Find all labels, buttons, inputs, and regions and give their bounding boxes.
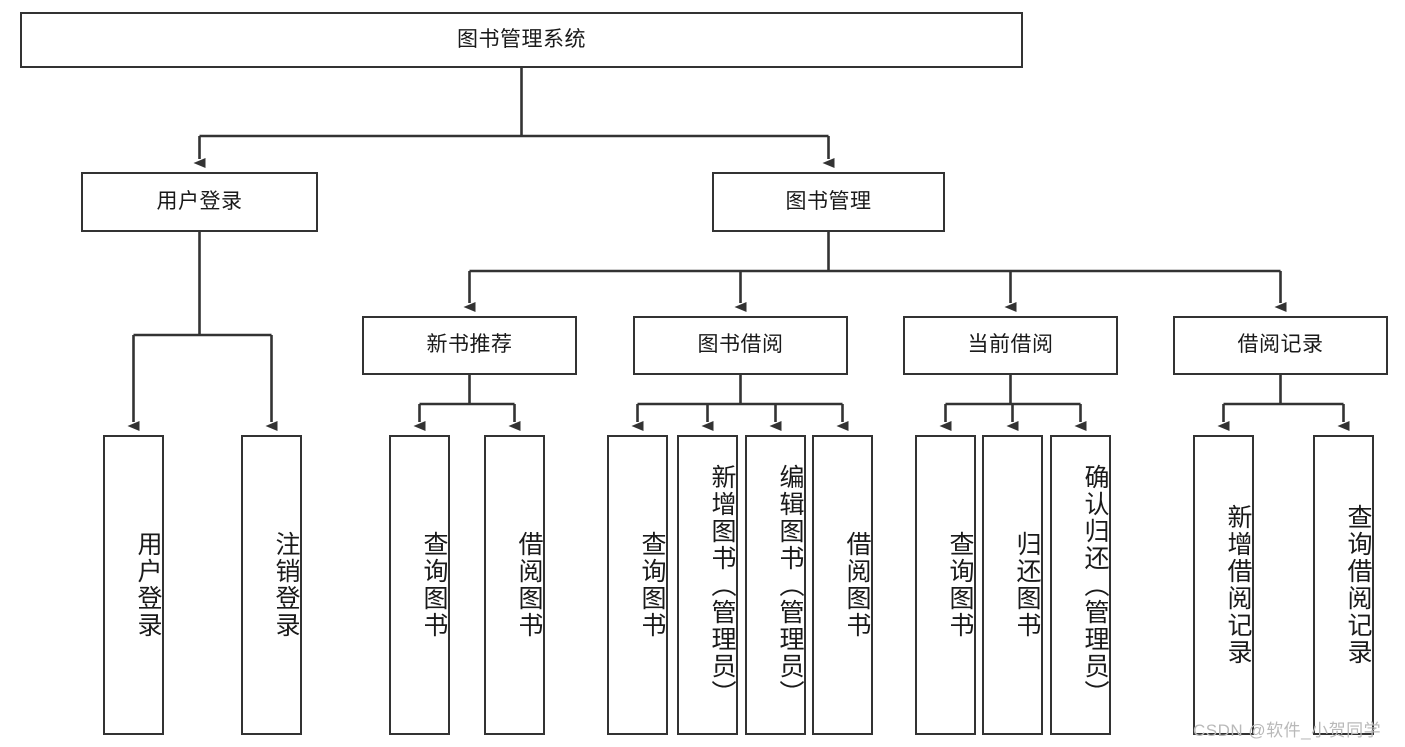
watermark-credit: CSDN @软件_小贺同学 [1193, 721, 1382, 740]
leaf-node-11[interactable]: 新增借阅记录 [1193, 435, 1254, 735]
node-label: 用户登录 [156, 189, 243, 213]
node-label: 归还图书 [1013, 531, 1041, 639]
leaf-node-4[interactable]: 查询图书 [607, 435, 668, 735]
node-label: 图书管理 [785, 189, 872, 213]
node-label: 借阅图书 [843, 531, 871, 639]
level1-node-1[interactable]: 图书管理 [712, 172, 945, 232]
node-label: 借阅记录 [1237, 333, 1324, 357]
leaf-node-10[interactable]: 确认归还（管理员） [1050, 435, 1111, 735]
leaf-node-3[interactable]: 借阅图书 [484, 435, 545, 735]
level2-node-1[interactable]: 图书借阅 [633, 316, 848, 375]
node-label: 借阅图书 [515, 531, 543, 639]
root-node-0[interactable]: 图书管理系统 [20, 12, 1023, 68]
leaf-node-5[interactable]: 新增图书（管理员） [677, 435, 738, 735]
leaf-node-2[interactable]: 查询图书 [389, 435, 450, 735]
leaf-node-6[interactable]: 编辑图书（管理员） [745, 435, 806, 735]
node-label: 当前借阅 [967, 333, 1054, 357]
node-label: 新增图书（管理员） [708, 463, 736, 707]
level2-node-0[interactable]: 新书推荐 [362, 316, 577, 375]
leaf-node-7[interactable]: 借阅图书 [812, 435, 873, 735]
leaf-node-9[interactable]: 归还图书 [982, 435, 1043, 735]
node-label: 图书借阅 [697, 333, 784, 357]
node-label: 查询图书 [638, 531, 666, 639]
node-label: 新书推荐 [426, 333, 513, 357]
level2-node-3[interactable]: 借阅记录 [1173, 316, 1388, 375]
node-label: 查询图书 [946, 531, 974, 639]
node-label: 查询图书 [420, 531, 448, 639]
level1-node-0[interactable]: 用户登录 [81, 172, 318, 232]
level2-node-2[interactable]: 当前借阅 [903, 316, 1118, 375]
node-label: 图书管理系统 [457, 27, 586, 51]
leaf-node-8[interactable]: 查询图书 [915, 435, 976, 735]
node-label: 查询借阅记录 [1344, 504, 1372, 666]
leaf-node-1[interactable]: 注销登录 [241, 435, 302, 735]
node-label: 新增借阅记录 [1224, 504, 1252, 666]
node-label: 注销登录 [272, 531, 300, 639]
node-label: 编辑图书（管理员） [776, 463, 804, 707]
leaf-node-0[interactable]: 用户登录 [103, 435, 164, 735]
node-label: 用户登录 [134, 531, 162, 639]
node-label: 确认归还（管理员） [1081, 463, 1109, 707]
leaf-node-12[interactable]: 查询借阅记录 [1313, 435, 1374, 735]
